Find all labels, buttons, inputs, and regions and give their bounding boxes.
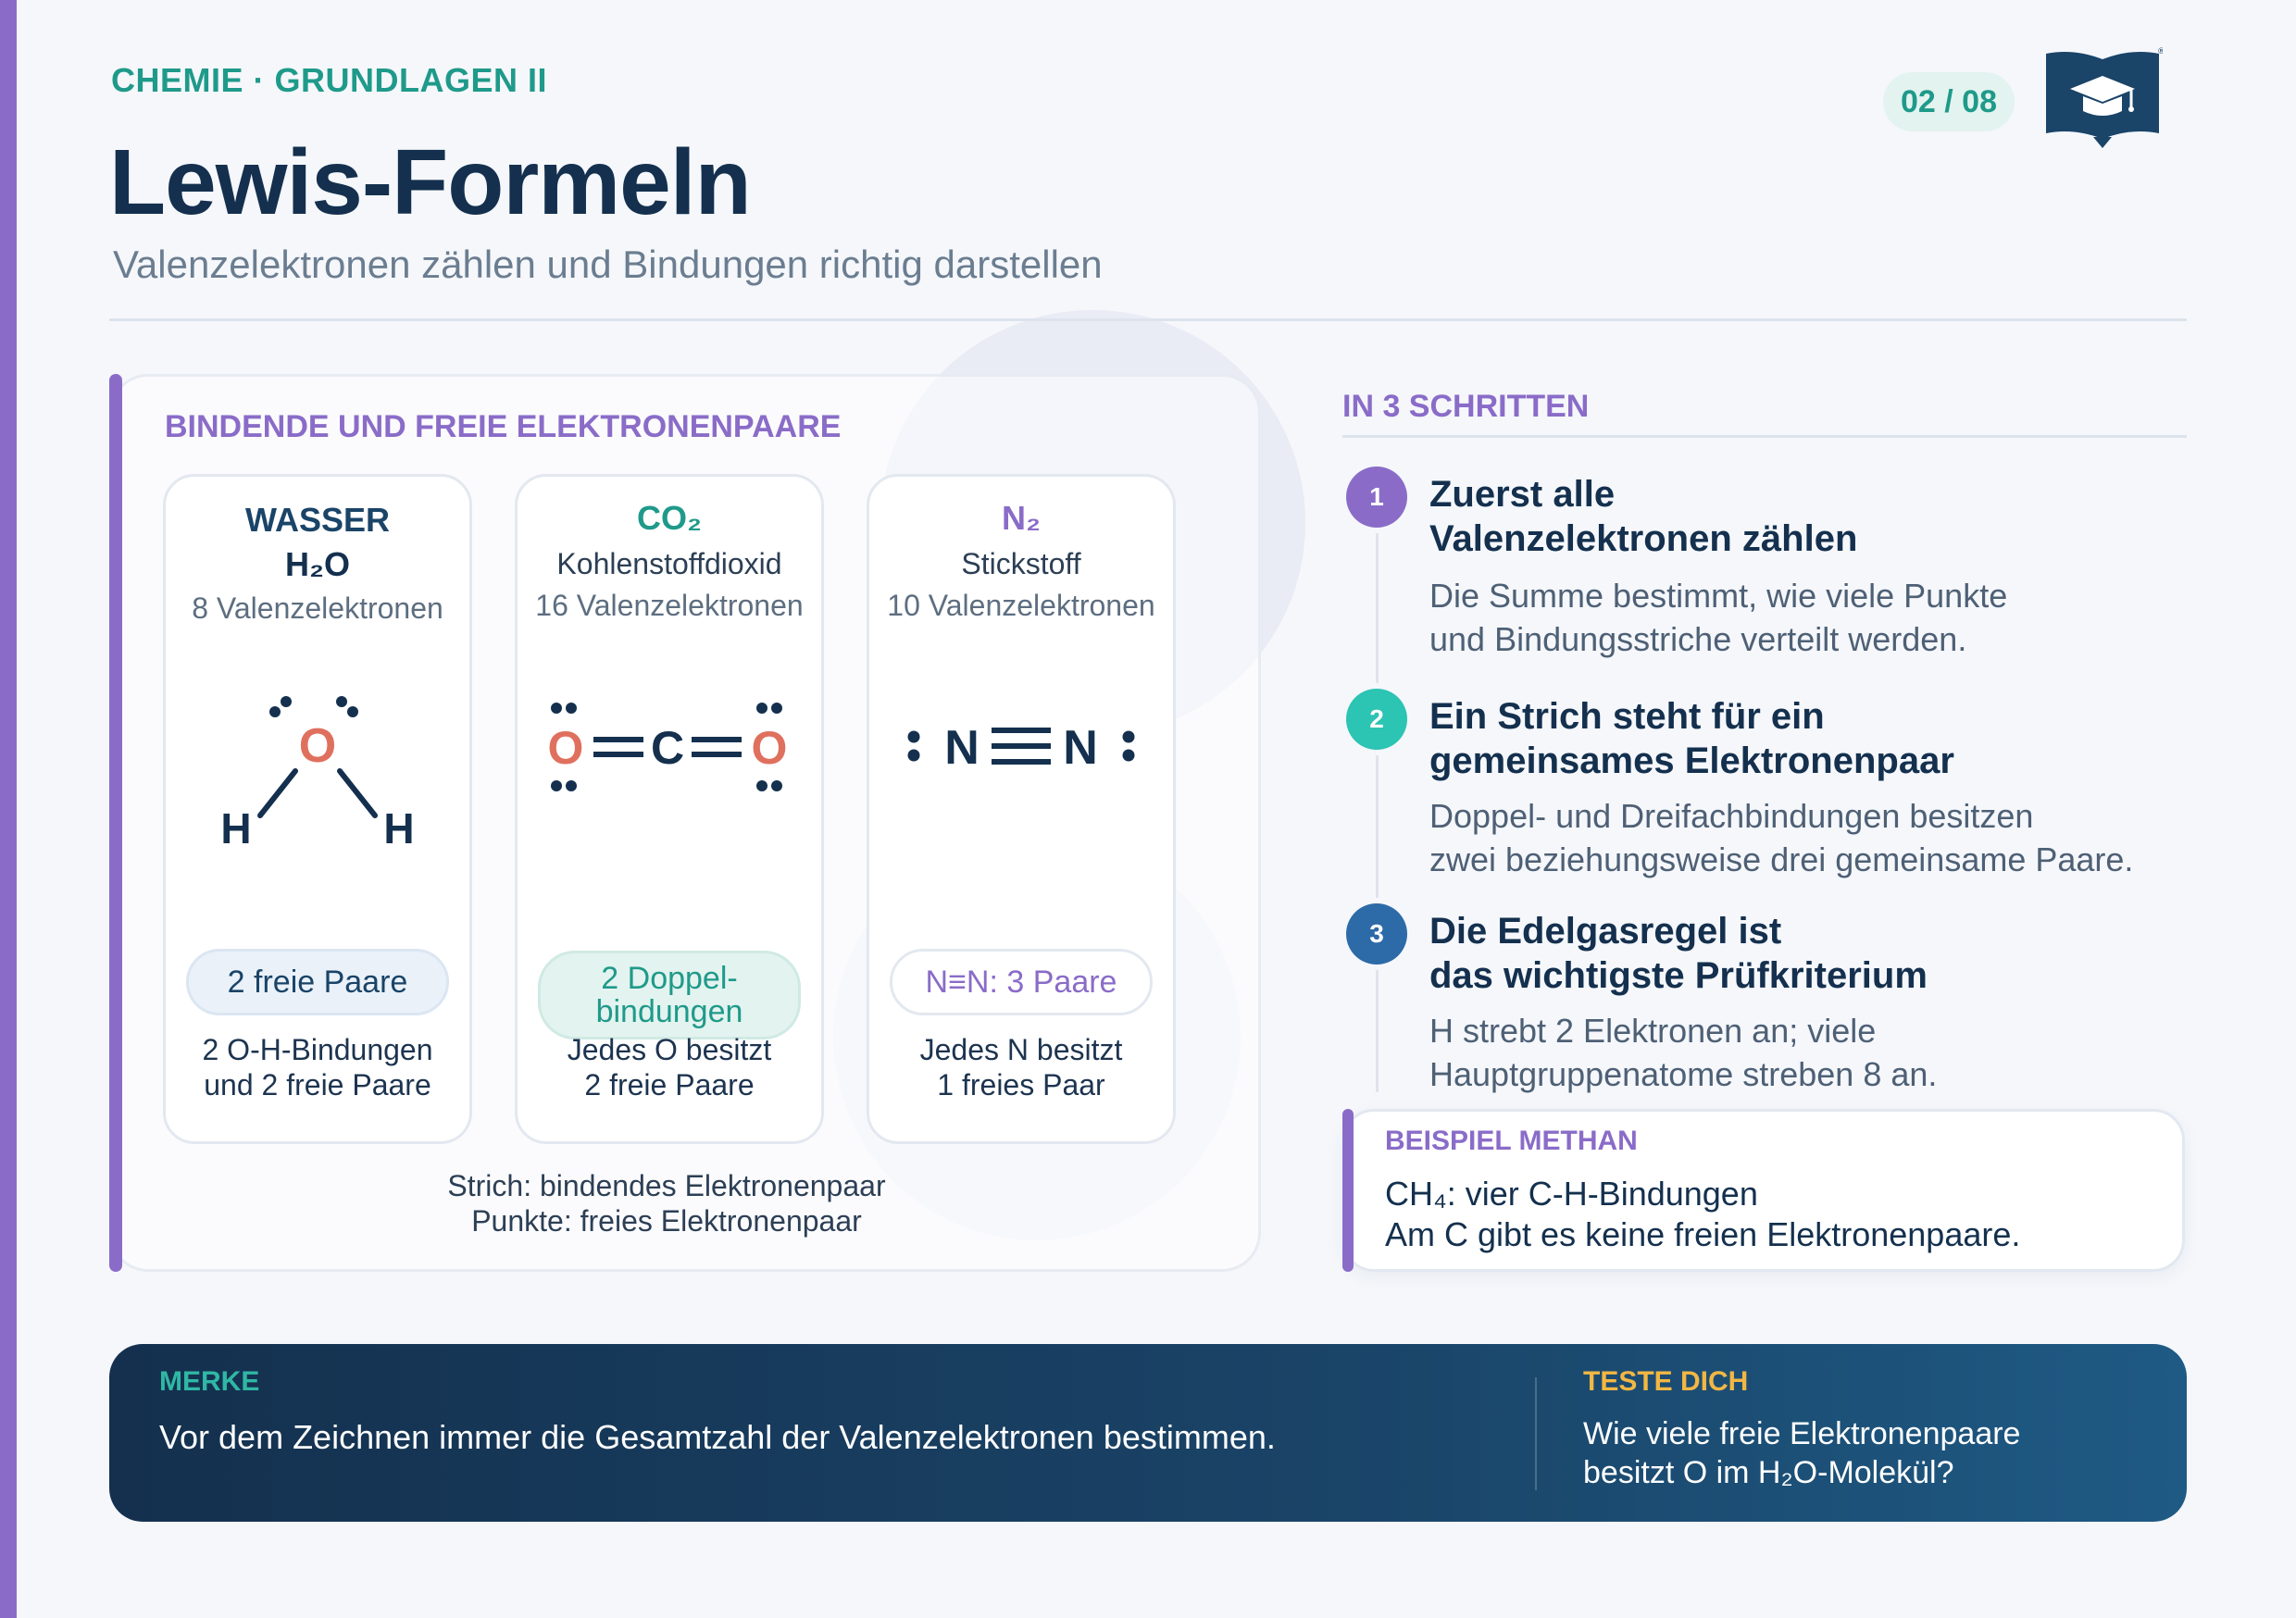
atom-label: O bbox=[299, 719, 336, 773]
summary-banner bbox=[109, 1344, 2187, 1522]
atom-label: C bbox=[651, 722, 684, 774]
step-text: Die Summe bestimmt, wie viele Punkte und… bbox=[1429, 574, 2170, 661]
example-line: Am C gibt es keine freien Elektronenpaar… bbox=[1385, 1215, 2021, 1253]
teste-dich-line: Wie viele freie Elektronenpaare bbox=[1583, 1416, 2021, 1451]
card-note: 2 O-H-Bindungen und 2 freie Paare bbox=[166, 1032, 469, 1102]
atom-label: N bbox=[944, 721, 980, 775]
panel-accent-bar bbox=[109, 374, 122, 1272]
step-number-3: 3 bbox=[1346, 903, 1407, 965]
card-note-line: Jedes O besitzt bbox=[567, 1033, 772, 1066]
card-head: WASSER bbox=[244, 501, 391, 539]
page-title: Lewis-Formeln bbox=[109, 131, 752, 234]
card-note-line: 2 freie Paare bbox=[584, 1068, 755, 1101]
step-text: Doppel- und Dreifachbindungen besitzen z… bbox=[1429, 794, 2170, 881]
left-accent-bar bbox=[0, 0, 17, 1618]
card-note-line: 1 freies Paar bbox=[937, 1068, 1105, 1101]
free-pairs-pill: 2 freie Paare bbox=[186, 949, 449, 1015]
step-text-line: und Bindungsstriche verteilt werden. bbox=[1429, 620, 1967, 658]
double-bonds-pill: 2 Doppel- bindungen bbox=[538, 951, 801, 1039]
atom-label: O bbox=[752, 722, 788, 774]
step-title-line: Ein Strich steht für ein bbox=[1429, 696, 1825, 737]
atom-label: N bbox=[1063, 721, 1098, 775]
water-lewis-structure: O H H bbox=[220, 696, 415, 853]
step-title-line: gemeinsames Elektronenpaar bbox=[1429, 741, 1954, 781]
graduation-cap-book-icon: ® bbox=[2042, 46, 2165, 148]
n2-lewis-structure: N N bbox=[907, 721, 1135, 775]
card-valence: 8 Valenzelektronen bbox=[192, 591, 443, 625]
step-text-line: Die Summe bestimmt, wie viele Punkte bbox=[1429, 577, 2008, 615]
example-text: CH₄: vier C-H-Bindungen Am C gibt es kei… bbox=[1385, 1174, 2020, 1255]
teste-dich-line: besitzt O im H₂O-Molekül? bbox=[1583, 1455, 1954, 1490]
legend-line: Strich: bindendes Elektronenpaar bbox=[447, 1169, 886, 1202]
banner-separator bbox=[1535, 1377, 1537, 1490]
header-divider bbox=[109, 318, 2187, 321]
step-title-line: Die Edelgasregel ist bbox=[1429, 911, 1782, 952]
step-title: Ein Strich steht für ein gemeinsames Ele… bbox=[1429, 694, 2170, 783]
card-name: Stickstoff bbox=[961, 547, 1081, 580]
steps-divider bbox=[1342, 435, 2187, 438]
step-title-line: das wichtigste Prüfkriterium bbox=[1429, 955, 1928, 996]
card-note: Jedes N besitzt 1 freies Paar bbox=[869, 1032, 1173, 1102]
step-text-line: Doppel- und Dreifachbindungen besitzen bbox=[1429, 797, 2034, 835]
card-head: N₂ bbox=[1002, 499, 1041, 537]
example-box bbox=[1342, 1109, 2185, 1272]
step-number-2: 2 bbox=[1346, 689, 1407, 750]
example-label: BEISPIEL METHAN bbox=[1385, 1126, 1638, 1156]
teste-dich-label: TESTE DICH bbox=[1583, 1366, 1749, 1397]
step-title: Zuerst alle Valenzelektronen zählen bbox=[1429, 472, 2170, 561]
step-text-line: zwei beziehungsweise drei gemeinsame Paa… bbox=[1429, 840, 2134, 878]
step-text: H strebt 2 Elektronen an; viele Hauptgru… bbox=[1429, 1009, 2170, 1096]
page-counter: 02 / 08 bbox=[1883, 72, 2015, 131]
merke-text: Vor dem Zeichnen immer die Gesamtzahl de… bbox=[159, 1418, 1276, 1456]
page-subtitle: Valenzelektronen zählen und Bindungen ri… bbox=[113, 243, 1103, 286]
pill-line: bindungen bbox=[595, 994, 743, 1029]
card-formula: H₂O bbox=[285, 545, 350, 583]
steps-heading: IN 3 SCHRITTEN bbox=[1342, 389, 1590, 424]
panel-heading: BINDENDE UND FREIE ELEKTRONENPAARE bbox=[165, 409, 842, 444]
step-number-1: 1 bbox=[1346, 467, 1407, 528]
card-note: Jedes O besitzt 2 freie Paare bbox=[518, 1032, 821, 1102]
legend-line: Punkte: freies Elektronenpaar bbox=[471, 1204, 862, 1238]
step-title-line: Zuerst alle bbox=[1429, 474, 1616, 515]
molecule-card-co2: CO₂ Kohlenstoffdioxid 16 Valenzelektrone… bbox=[515, 474, 824, 1144]
card-note-line: 2 O-H-Bindungen bbox=[202, 1033, 433, 1066]
molecule-card-water: WASSER H₂O 8 Valenzelektronen O H H 2 fr… bbox=[163, 474, 472, 1144]
step-connector-line bbox=[1376, 500, 1379, 1092]
card-valence: 10 Valenzelektronen bbox=[887, 589, 1155, 622]
course-kicker: CHEMIE · GRUNDLAGEN II bbox=[111, 61, 548, 99]
card-valence: 16 Valenzelektronen bbox=[535, 589, 804, 622]
molecule-card-n2: N₂ Stickstoff 10 Valenzelektronen N N N≡… bbox=[867, 474, 1176, 1144]
card-note-line: Jedes N besitzt bbox=[919, 1033, 1123, 1066]
card-name: Kohlenstoffdioxid bbox=[556, 547, 782, 580]
teste-dich-text: Wie viele freie Elektronenpaare besitzt … bbox=[1583, 1414, 2139, 1492]
step-title: Die Edelgasregel ist das wichtigste Prüf… bbox=[1429, 909, 2170, 998]
merke-label: MERKE bbox=[159, 1366, 260, 1397]
pill-line: 2 Doppel- bbox=[601, 961, 738, 996]
card-note-line: und 2 freie Paare bbox=[204, 1068, 431, 1101]
step-text-line: Hauptgruppenatome streben 8 an. bbox=[1429, 1055, 1938, 1093]
legend: Strich: bindendes Elektronenpaar Punkte:… bbox=[389, 1168, 944, 1238]
step-text-line: H strebt 2 Elektronen an; viele bbox=[1429, 1012, 1877, 1050]
card-head: CO₂ bbox=[637, 499, 702, 537]
step-title-line: Valenzelektronen zählen bbox=[1429, 518, 1858, 559]
atom-label: H bbox=[383, 804, 414, 853]
svg-text:®: ® bbox=[2157, 47, 2163, 56]
example-accent-bar bbox=[1342, 1109, 1354, 1272]
co2-lewis-structure: O C O bbox=[548, 703, 788, 791]
atom-label: H bbox=[220, 804, 251, 853]
atom-label: O bbox=[548, 722, 584, 774]
triple-bond-pill: N≡N: 3 Paare bbox=[890, 949, 1153, 1015]
example-line: CH₄: vier C-H-Bindungen bbox=[1385, 1175, 1758, 1213]
